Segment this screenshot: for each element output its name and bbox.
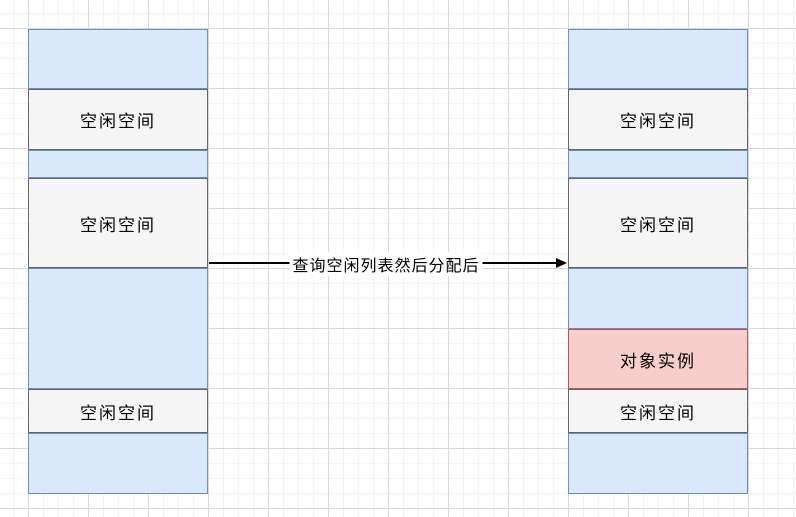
- free-space-block: 空闲空间: [28, 389, 208, 433]
- used-block: [28, 268, 208, 389]
- free-space-block: 空闲空间: [28, 89, 208, 150]
- used-block: [28, 150, 208, 178]
- free-space-block: 空闲空间: [28, 178, 208, 268]
- free-space-label: 空闲空间: [80, 112, 156, 132]
- used-block: [28, 433, 208, 494]
- used-block: [568, 433, 748, 494]
- free-space-label: 空闲空间: [620, 215, 696, 236]
- used-block: [568, 29, 748, 89]
- object-instance-label: 对象实例: [620, 351, 696, 372]
- used-block: [28, 29, 208, 89]
- free-space-block: 空闲空间: [568, 389, 748, 433]
- free-space-label: 空闲空间: [80, 403, 156, 424]
- free-space-block: 空闲空间: [568, 178, 748, 268]
- allocation-arrow-label: 查询空闲列表然后分配后: [289, 252, 483, 276]
- object-instance-block: 对象实例: [568, 329, 748, 389]
- free-space-label: 空闲空间: [620, 403, 696, 424]
- memory-stack-before: 空闲空间 空闲空间 空闲空间: [28, 29, 208, 494]
- free-space-block: 空闲空间: [568, 89, 748, 150]
- arrow-head-icon: [556, 258, 567, 268]
- used-block: [568, 150, 748, 178]
- free-space-label: 空闲空间: [80, 215, 156, 236]
- used-block: [568, 268, 748, 329]
- memory-stack-after: 空闲空间 空闲空间 对象实例 空闲空间: [568, 29, 748, 494]
- free-space-label: 空闲空间: [620, 112, 696, 132]
